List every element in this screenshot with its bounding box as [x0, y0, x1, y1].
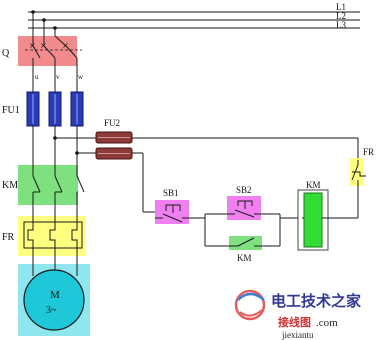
svg-text:×: ×	[40, 41, 47, 50]
label-l2: L2	[336, 11, 346, 21]
label-fr-main: FR	[2, 232, 15, 243]
sb1-contact-symbol	[155, 204, 190, 223]
motor-label-m: M	[50, 289, 60, 301]
fr-thermal-elements	[23, 221, 83, 249]
motor-icon	[23, 269, 85, 331]
km-contactor-box	[18, 165, 78, 205]
watermark-domain: .com	[316, 317, 338, 329]
q-breaker-switches: × × ×	[25, 35, 82, 59]
km-coil-icon	[303, 192, 323, 248]
label-v: v	[56, 73, 60, 81]
label-fu1: FU1	[2, 105, 20, 116]
motor-label-phase: 3~	[46, 305, 57, 316]
sb2-contact-symbol	[227, 200, 261, 218]
label-q: Q	[2, 48, 10, 59]
fu1-fuses	[26, 91, 84, 127]
svg-text:×: ×	[29, 41, 36, 50]
sb1-stop-button-box	[155, 200, 189, 224]
svg-text:×: ×	[62, 41, 69, 50]
fr-relay-box	[18, 216, 86, 256]
label-sb2: SB2	[236, 185, 252, 195]
q-breaker-box	[18, 36, 77, 66]
fu2-fuses	[95, 131, 133, 160]
label-km-aux: KM	[237, 253, 252, 263]
watermark-title: 电工技术之家	[271, 292, 361, 310]
label-w: w	[78, 73, 84, 81]
fr-contact-symbol	[351, 160, 366, 218]
label-km-main: KM	[2, 180, 18, 191]
label-u: u	[35, 73, 39, 81]
watermark: 电工技术之家 接线图 .com jiexiantu	[234, 289, 361, 340]
label-km-coil: KM	[306, 180, 321, 190]
watermark-logo-icon	[234, 289, 266, 321]
km-aux-contact-box	[229, 236, 262, 250]
watermark-site: jiexiantu	[281, 330, 314, 340]
label-l3: L3	[336, 20, 346, 30]
label-fr-ctrl: FR	[363, 147, 374, 157]
main-circuit-wires	[32, 12, 78, 276]
label-l1: L1	[336, 2, 346, 12]
supply-lines: L1 L2 L3	[28, 2, 360, 30]
sb2-start-button-box	[227, 196, 261, 220]
km-aux-contact-symbol	[229, 237, 262, 247]
label-fu2: FU2	[104, 118, 120, 128]
watermark-sub: 接线图	[278, 315, 311, 329]
km-main-contacts	[32, 175, 85, 193]
label-sb1: SB1	[163, 188, 179, 198]
